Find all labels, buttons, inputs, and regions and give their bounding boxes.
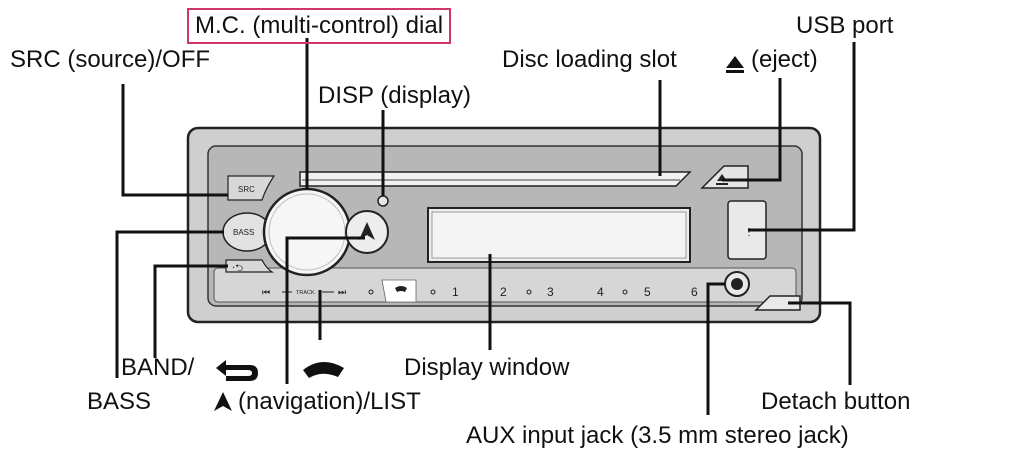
nav-arrow-icon — [359, 222, 375, 240]
eject-button[interactable] — [700, 165, 749, 189]
usb-icon: ⋮ — [744, 227, 754, 238]
src-label: SRC (source)/OFF — [10, 46, 211, 73]
phone-icon — [303, 361, 344, 378]
prev-track-icon: ⏮ — [262, 288, 270, 298]
nav-callout-icon — [214, 392, 232, 411]
preset-6[interactable]: 6 — [691, 285, 698, 299]
bass-label: BASS — [87, 388, 152, 415]
detach-label: Detach button — [761, 388, 911, 415]
src-key-label: SRC — [238, 185, 255, 194]
back-arrow-icon-large — [216, 360, 258, 381]
disp-label: DISP (display) — [318, 82, 471, 109]
track-label: TRACK — [296, 290, 315, 296]
usb-port-label: USB port — [796, 12, 894, 39]
preset-3[interactable]: 3 — [547, 285, 554, 299]
disc-loading-slot — [299, 171, 692, 187]
phone-icon-small — [395, 286, 407, 292]
back-arrow-icon: ·⮌ — [232, 263, 243, 274]
preset-2[interactable]: 2 — [500, 285, 507, 299]
band-back-button[interactable] — [225, 259, 274, 273]
band-label: BAND/ — [121, 354, 195, 381]
disc-slot-label: Disc loading slot — [502, 46, 677, 73]
preset-4[interactable]: 4 — [597, 285, 604, 299]
next-track-icon: ⏭ — [338, 288, 346, 298]
bass-key-label: BASS — [233, 228, 254, 237]
nav-list-label: (navigation)/LIST — [238, 388, 421, 415]
mc-dial-label: M.C. (multi-control) dial — [187, 8, 452, 44]
faceplate-lower-band — [213, 267, 797, 303]
preset-5[interactable]: 5 — [644, 285, 651, 299]
aux-jack-label: AUX input jack (3.5 mm stereo jack) — [466, 422, 849, 449]
eject-callout-icon — [726, 56, 744, 68]
detach-button[interactable] — [754, 295, 801, 311]
preset-1[interactable]: 1 — [452, 285, 459, 299]
leader-lines — [115, 38, 856, 415]
display-window-label: Display window — [404, 354, 570, 381]
disp-button[interactable] — [377, 195, 389, 207]
eject-label: (eject) — [751, 46, 818, 73]
src-button[interactable] — [227, 175, 276, 201]
multi-control-dial[interactable] — [262, 187, 352, 277]
